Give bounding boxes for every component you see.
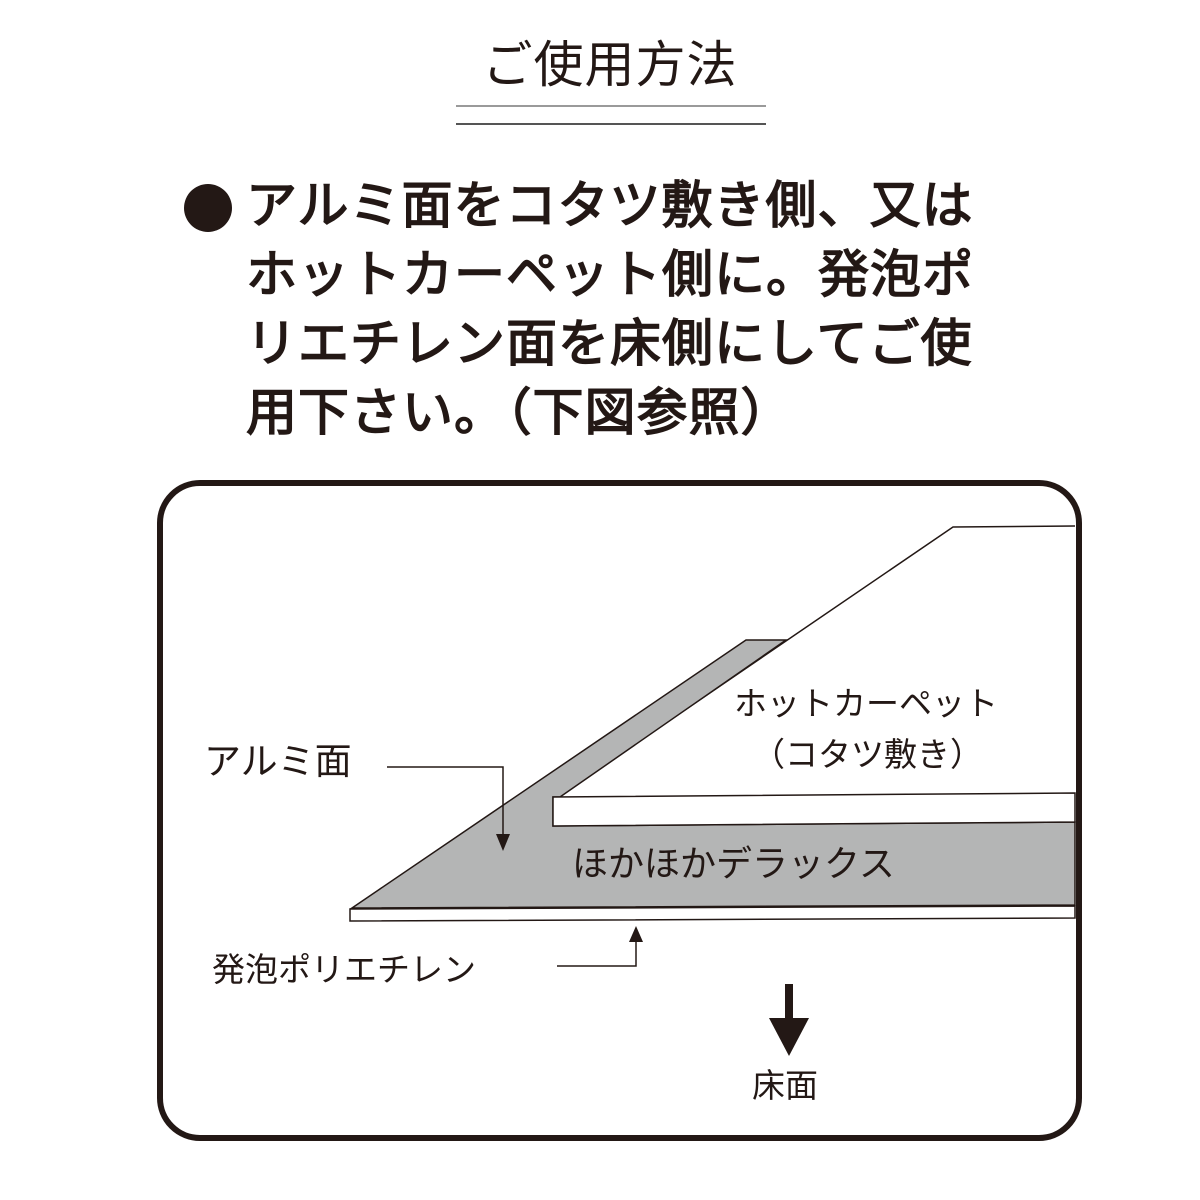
floor-arrow-shaft <box>785 984 793 1022</box>
instruction-line: アルミ面をコタツ敷き側、又は <box>246 177 974 236</box>
hot-carpet-label: ホットカーペット <box>734 684 998 723</box>
floor-arrow-icon <box>769 1018 809 1056</box>
foam-layer <box>349 905 1076 922</box>
aluminum-leader-line <box>387 766 504 838</box>
title-underline-top <box>456 105 766 107</box>
diagram-frame <box>157 480 1082 1141</box>
instruction-line: ホットカーペット側に。発泡ポ <box>246 246 975 305</box>
foam-label: 発泡ポリエチレン <box>212 950 476 989</box>
foam-leader-line <box>557 940 637 967</box>
product-label: ほかほかデラックス <box>572 844 895 885</box>
title-underline-bottom <box>456 123 766 125</box>
aluminum-side-label: アルミ面 <box>204 740 352 783</box>
instruction-text: アルミ面をコタツ敷き側、又は ホットカーペット側に。発泡ポ リエチレン面を床側に… <box>246 172 1046 448</box>
bullet-icon <box>184 184 232 232</box>
page-title: ご使用方法 <box>482 36 738 94</box>
arrow-down-icon <box>496 834 510 851</box>
instruction-line: 用下さい。（下図参照） <box>246 384 793 443</box>
kotatsu-label: （コタツ敷き） <box>752 735 983 774</box>
hot-carpet-bottom-strip <box>552 792 1076 827</box>
instruction-line: リエチレン面を床側にしてご使 <box>246 315 973 374</box>
arrow-up-icon <box>629 926 643 942</box>
floor-label: 床面 <box>752 1066 818 1105</box>
